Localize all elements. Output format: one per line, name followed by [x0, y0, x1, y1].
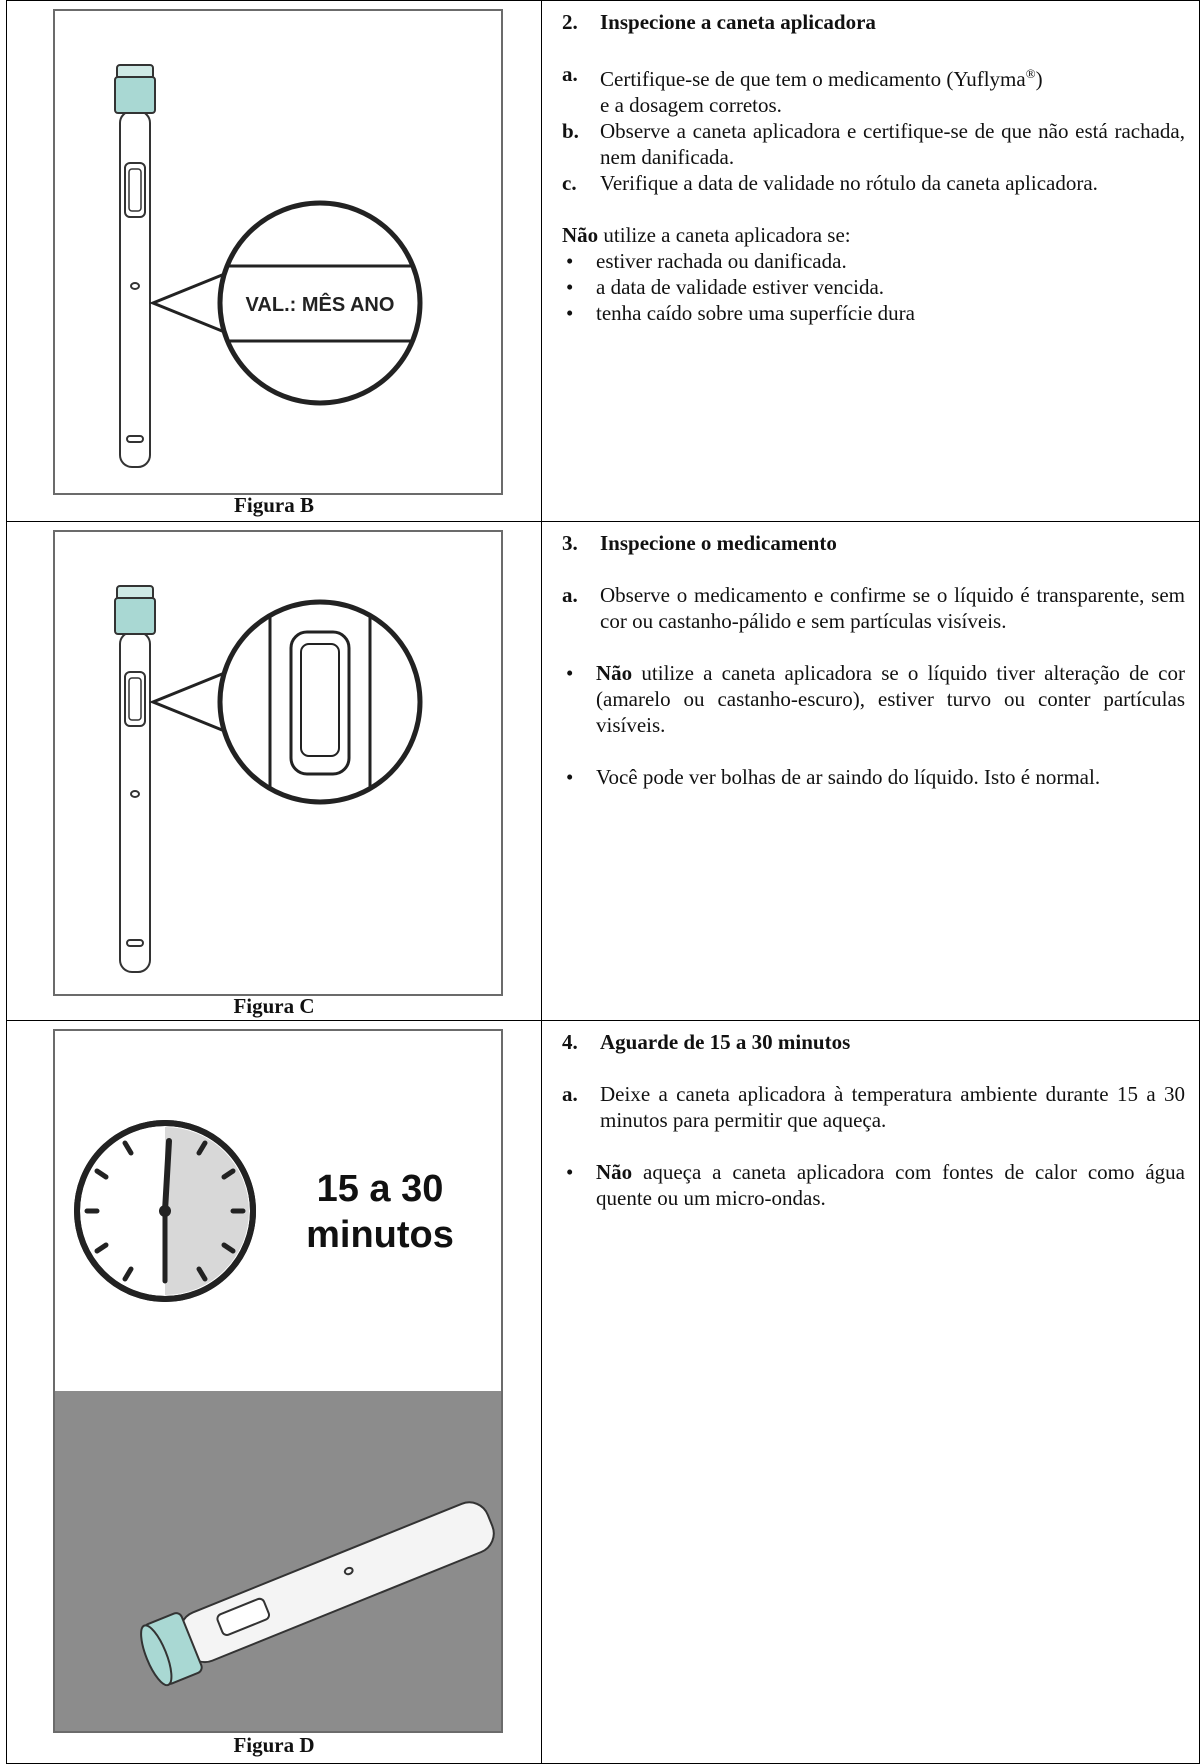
step-4-bullet-warning: •Não aqueça a caneta aplicadora com font… — [566, 1160, 1185, 1210]
item-label: b. — [562, 119, 579, 143]
step-2-item-c: c. Verifique a data de validade no rótul… — [562, 170, 1185, 196]
step-2-number: 2. — [562, 10, 578, 34]
timer-text-line2: minutos — [306, 1214, 454, 1256]
step-3-item-a: a. Observe o medicamento e confirme se o… — [562, 582, 1185, 634]
item-text: Verifique a data de validade no rótulo d… — [600, 171, 1098, 195]
step-4-number: 4. — [562, 1030, 578, 1054]
figure-b-panel: VAL.: MÊS ANO — [53, 9, 503, 495]
item-text-closing: ) — [1035, 67, 1043, 91]
item-text: Observe a caneta aplicadora e certifique… — [600, 119, 1185, 169]
item-text-part: Certifique-se de que tem o medicamento (… — [600, 67, 1026, 91]
step-2-heading: 2. Inspecione a caneta aplicadora — [562, 9, 1185, 35]
warning-bold: Não — [596, 1160, 633, 1184]
item-text: Certifique-se de que tem o medicamento (… — [600, 61, 1185, 118]
warning-bold: Não — [562, 223, 599, 247]
step-4-heading: 4. Aguarde de 15 a 30 minutos — [562, 1029, 1185, 1055]
text-cell-step-3: 3. Inspecione o medicamento a. Observe o… — [541, 521, 1200, 1021]
bullet-text: Você pode ver bolhas de ar saindo do líq… — [596, 765, 1101, 789]
item-text: Deixe a caneta aplicadora à temperatura … — [600, 1082, 1185, 1132]
item-label: a. — [562, 62, 578, 86]
figure-d-panel: 15 a 30 minutos — [53, 1029, 503, 1733]
figure-cell-d: 15 a 30 minutos Figura D — [6, 1020, 542, 1764]
step-row-3: Figura C 3. Inspecione o medicamento a. … — [6, 521, 1200, 1021]
expiry-label-text: VAL.: MÊS ANO — [246, 292, 395, 316]
figure-cell-c: Figura C — [6, 521, 542, 1021]
step-row-4: 15 a 30 minutos Figura D — [6, 1020, 1200, 1764]
instruction-page: VAL.: MÊS ANO Figura B 2. Inspecione a c… — [6, 0, 1200, 1764]
text-cell-step-2: 2. Inspecione a caneta aplicadora a. Cer… — [541, 0, 1200, 522]
step-3-heading: 3. Inspecione o medicamento — [562, 530, 1185, 556]
bullet-text: estiver rachada ou danificada. — [596, 249, 847, 273]
bullet-text: utilize a caneta aplicadora se o líquido… — [596, 661, 1185, 737]
bullet-text: aqueça a caneta aplicadora com fontes de… — [596, 1160, 1185, 1210]
timer-text-line1: 15 a 30 — [317, 1168, 444, 1210]
pen-inspection-illustration: VAL.: MÊS ANO — [114, 64, 423, 468]
step-3-number: 3. — [562, 531, 578, 555]
figure-c-panel — [53, 530, 503, 996]
item-label: a. — [562, 583, 578, 607]
step-3-bullet-warning: •Não utilize a caneta aplicadora se o lí… — [566, 661, 1185, 737]
figure-c-caption: Figura C — [233, 994, 315, 1018]
pen-lying-icon — [140, 1501, 495, 1687]
step-4-item-a: a. Deixe a caneta aplicadora à temperatu… — [562, 1081, 1185, 1133]
figure-cell-b: VAL.: MÊS ANO Figura B — [6, 0, 542, 522]
warning-text: utilize a caneta aplicadora se: — [598, 223, 851, 247]
figure-d-caption: Figura D — [233, 1733, 315, 1757]
bullet-text: a data de validade estiver vencida. — [596, 275, 885, 299]
step-3-bullet-bubbles: •Você pode ver bolhas de ar saindo do lí… — [566, 765, 1101, 789]
step-2-item-b: b. Observe a caneta aplicadora e certifi… — [562, 118, 1185, 170]
item-label: c. — [562, 171, 577, 195]
warm-up-illustration: 15 a 30 minutos — [55, 1031, 501, 1731]
warning-bullet: •a data de validade estiver vencida. — [566, 275, 885, 299]
item-text-line2: e a dosagem corretos. — [600, 93, 782, 117]
step-3-title: Inspecione o medicamento — [600, 531, 837, 555]
warning-bullet: •estiver rachada ou danificada. — [566, 249, 847, 273]
medicine-window-illustration — [114, 585, 423, 973]
steps-table: VAL.: MÊS ANO Figura B 2. Inspecione a c… — [6, 0, 1200, 1764]
registered-mark: ® — [1025, 66, 1036, 81]
step-row-2: VAL.: MÊS ANO Figura B 2. Inspecione a c… — [6, 0, 1200, 522]
step-2-item-a: a. Certifique-se de que tem o medicament… — [562, 61, 1185, 118]
clock-icon — [74, 1120, 256, 1302]
step-2-title: Inspecione a caneta aplicadora — [600, 10, 876, 34]
step-2-warning: Não utilize a caneta aplicadora se: — [562, 222, 1185, 248]
item-label: a. — [562, 1082, 578, 1106]
step-4-title: Aguarde de 15 a 30 minutos — [600, 1030, 851, 1054]
warning-bullet: •tenha caído sobre uma superfície dura — [566, 301, 915, 325]
item-text: Observe o medicamento e confirme se o lí… — [600, 583, 1185, 633]
warning-bold: Não — [596, 661, 633, 685]
text-cell-step-4: 4. Aguarde de 15 a 30 minutos a. Deixe a… — [541, 1020, 1200, 1764]
bullet-text: tenha caído sobre uma superfície dura — [596, 301, 915, 325]
figure-b-caption: Figura B — [234, 493, 314, 517]
